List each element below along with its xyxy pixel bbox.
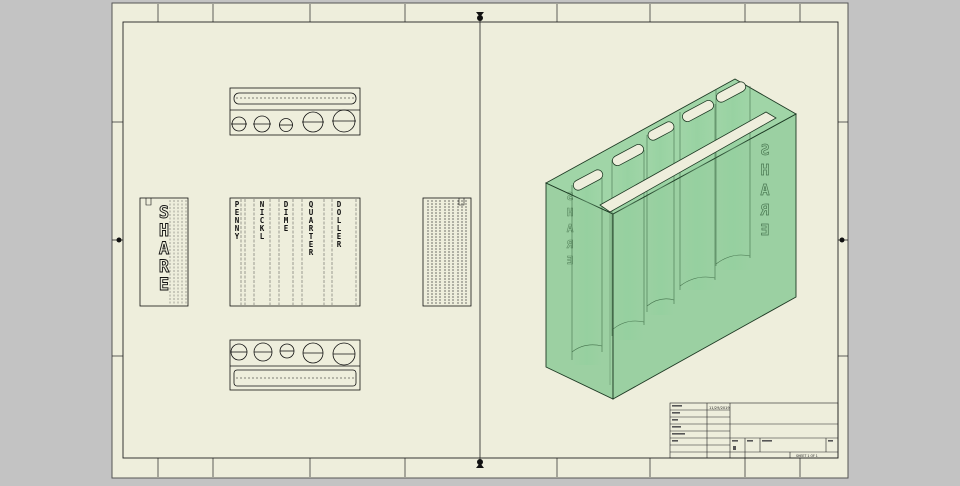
center-marker-bottom-icon (476, 459, 484, 468)
title-block (669, 402, 839, 459)
title-block-fields (672, 405, 833, 450)
iso-bores (571, 86, 751, 365)
right-side-view (422, 197, 472, 307)
top-view (229, 87, 361, 136)
center-marker-left-icon (116, 237, 122, 243)
title-block-date: 11/29/2019 (709, 406, 730, 410)
iso-slots (572, 81, 777, 213)
title-block-sheet: SHEET 1 OF 1 (796, 454, 818, 458)
center-marker-right-icon (839, 237, 845, 243)
center-marker-top-icon (476, 12, 484, 21)
zone-ticks (112, 4, 848, 477)
bottom-view (229, 339, 361, 391)
